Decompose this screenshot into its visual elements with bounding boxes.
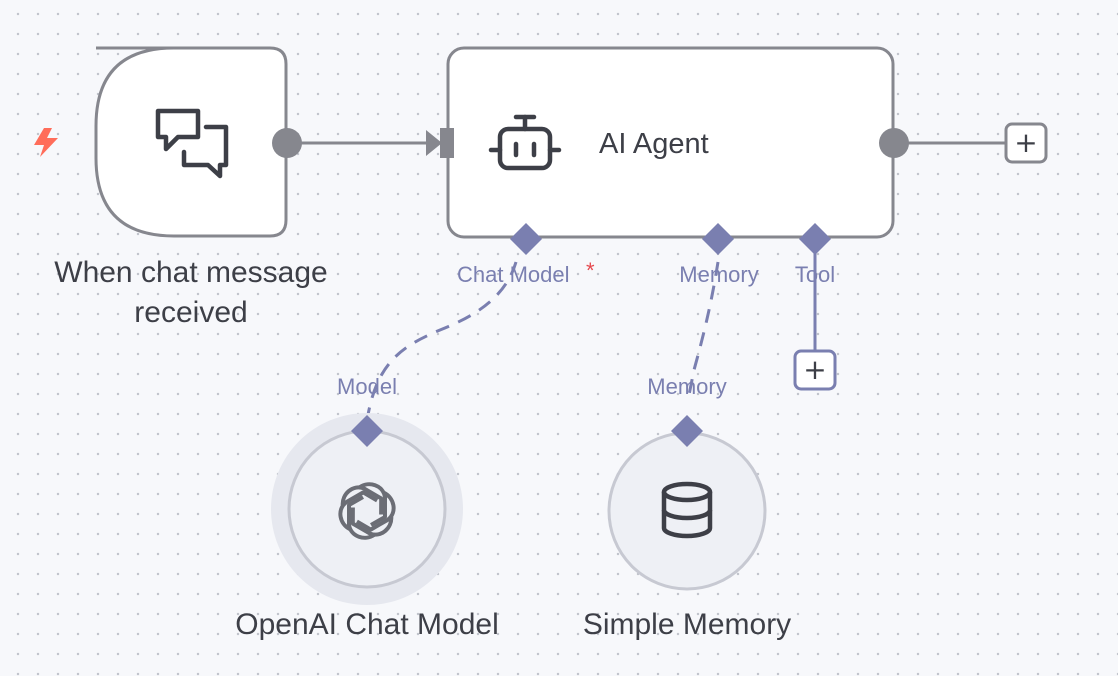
simple-memory-label: Simple Memory <box>583 608 791 641</box>
agent-output-port[interactable] <box>879 128 909 158</box>
chat-bubbles-icon <box>155 108 229 179</box>
agent-memory-port[interactable] <box>702 223 734 255</box>
connection-memory[interactable] <box>686 261 720 401</box>
add-node-button-main[interactable]: + <box>1004 122 1048 164</box>
required-indicator: * <box>586 258 595 283</box>
robot-icon <box>488 114 562 171</box>
trigger-node[interactable] <box>94 46 288 238</box>
agent-chat-model-port[interactable] <box>510 223 542 255</box>
agent-tool-port[interactable] <box>799 223 831 255</box>
lightning-bolt-icon <box>34 128 58 157</box>
simple-memory-node[interactable] <box>607 431 767 591</box>
trigger-output-port[interactable] <box>272 128 302 158</box>
openai-chat-model-label: OpenAI Chat Model <box>235 608 498 641</box>
ai-agent-node[interactable]: AI Agent <box>446 46 895 239</box>
memory-output-port[interactable] <box>671 415 703 447</box>
agent-main-input-port[interactable] <box>440 128 454 158</box>
trigger-label-line2: received <box>134 296 247 329</box>
port-label-memory: Memory <box>679 262 758 287</box>
plus-icon: + <box>1014 126 1037 159</box>
port-label-tool: Tool <box>795 262 835 287</box>
ai-agent-title: AI Agent <box>599 128 709 160</box>
connection-chat-model[interactable] <box>366 261 518 416</box>
port-label-chat-model: Chat Model <box>457 262 570 287</box>
openai-chat-model-node[interactable] <box>271 413 463 605</box>
port-label-memory-output: Memory <box>647 374 726 399</box>
openai-logo-icon <box>338 482 396 540</box>
port-label-model: Model <box>337 374 397 399</box>
trigger-label-line1: When chat message <box>54 256 327 289</box>
database-icon <box>661 481 713 539</box>
plus-icon: + <box>803 353 826 386</box>
chat-model-output-port[interactable] <box>351 415 383 447</box>
add-tool-button[interactable]: + <box>793 349 837 391</box>
connection-arrow <box>426 130 442 156</box>
